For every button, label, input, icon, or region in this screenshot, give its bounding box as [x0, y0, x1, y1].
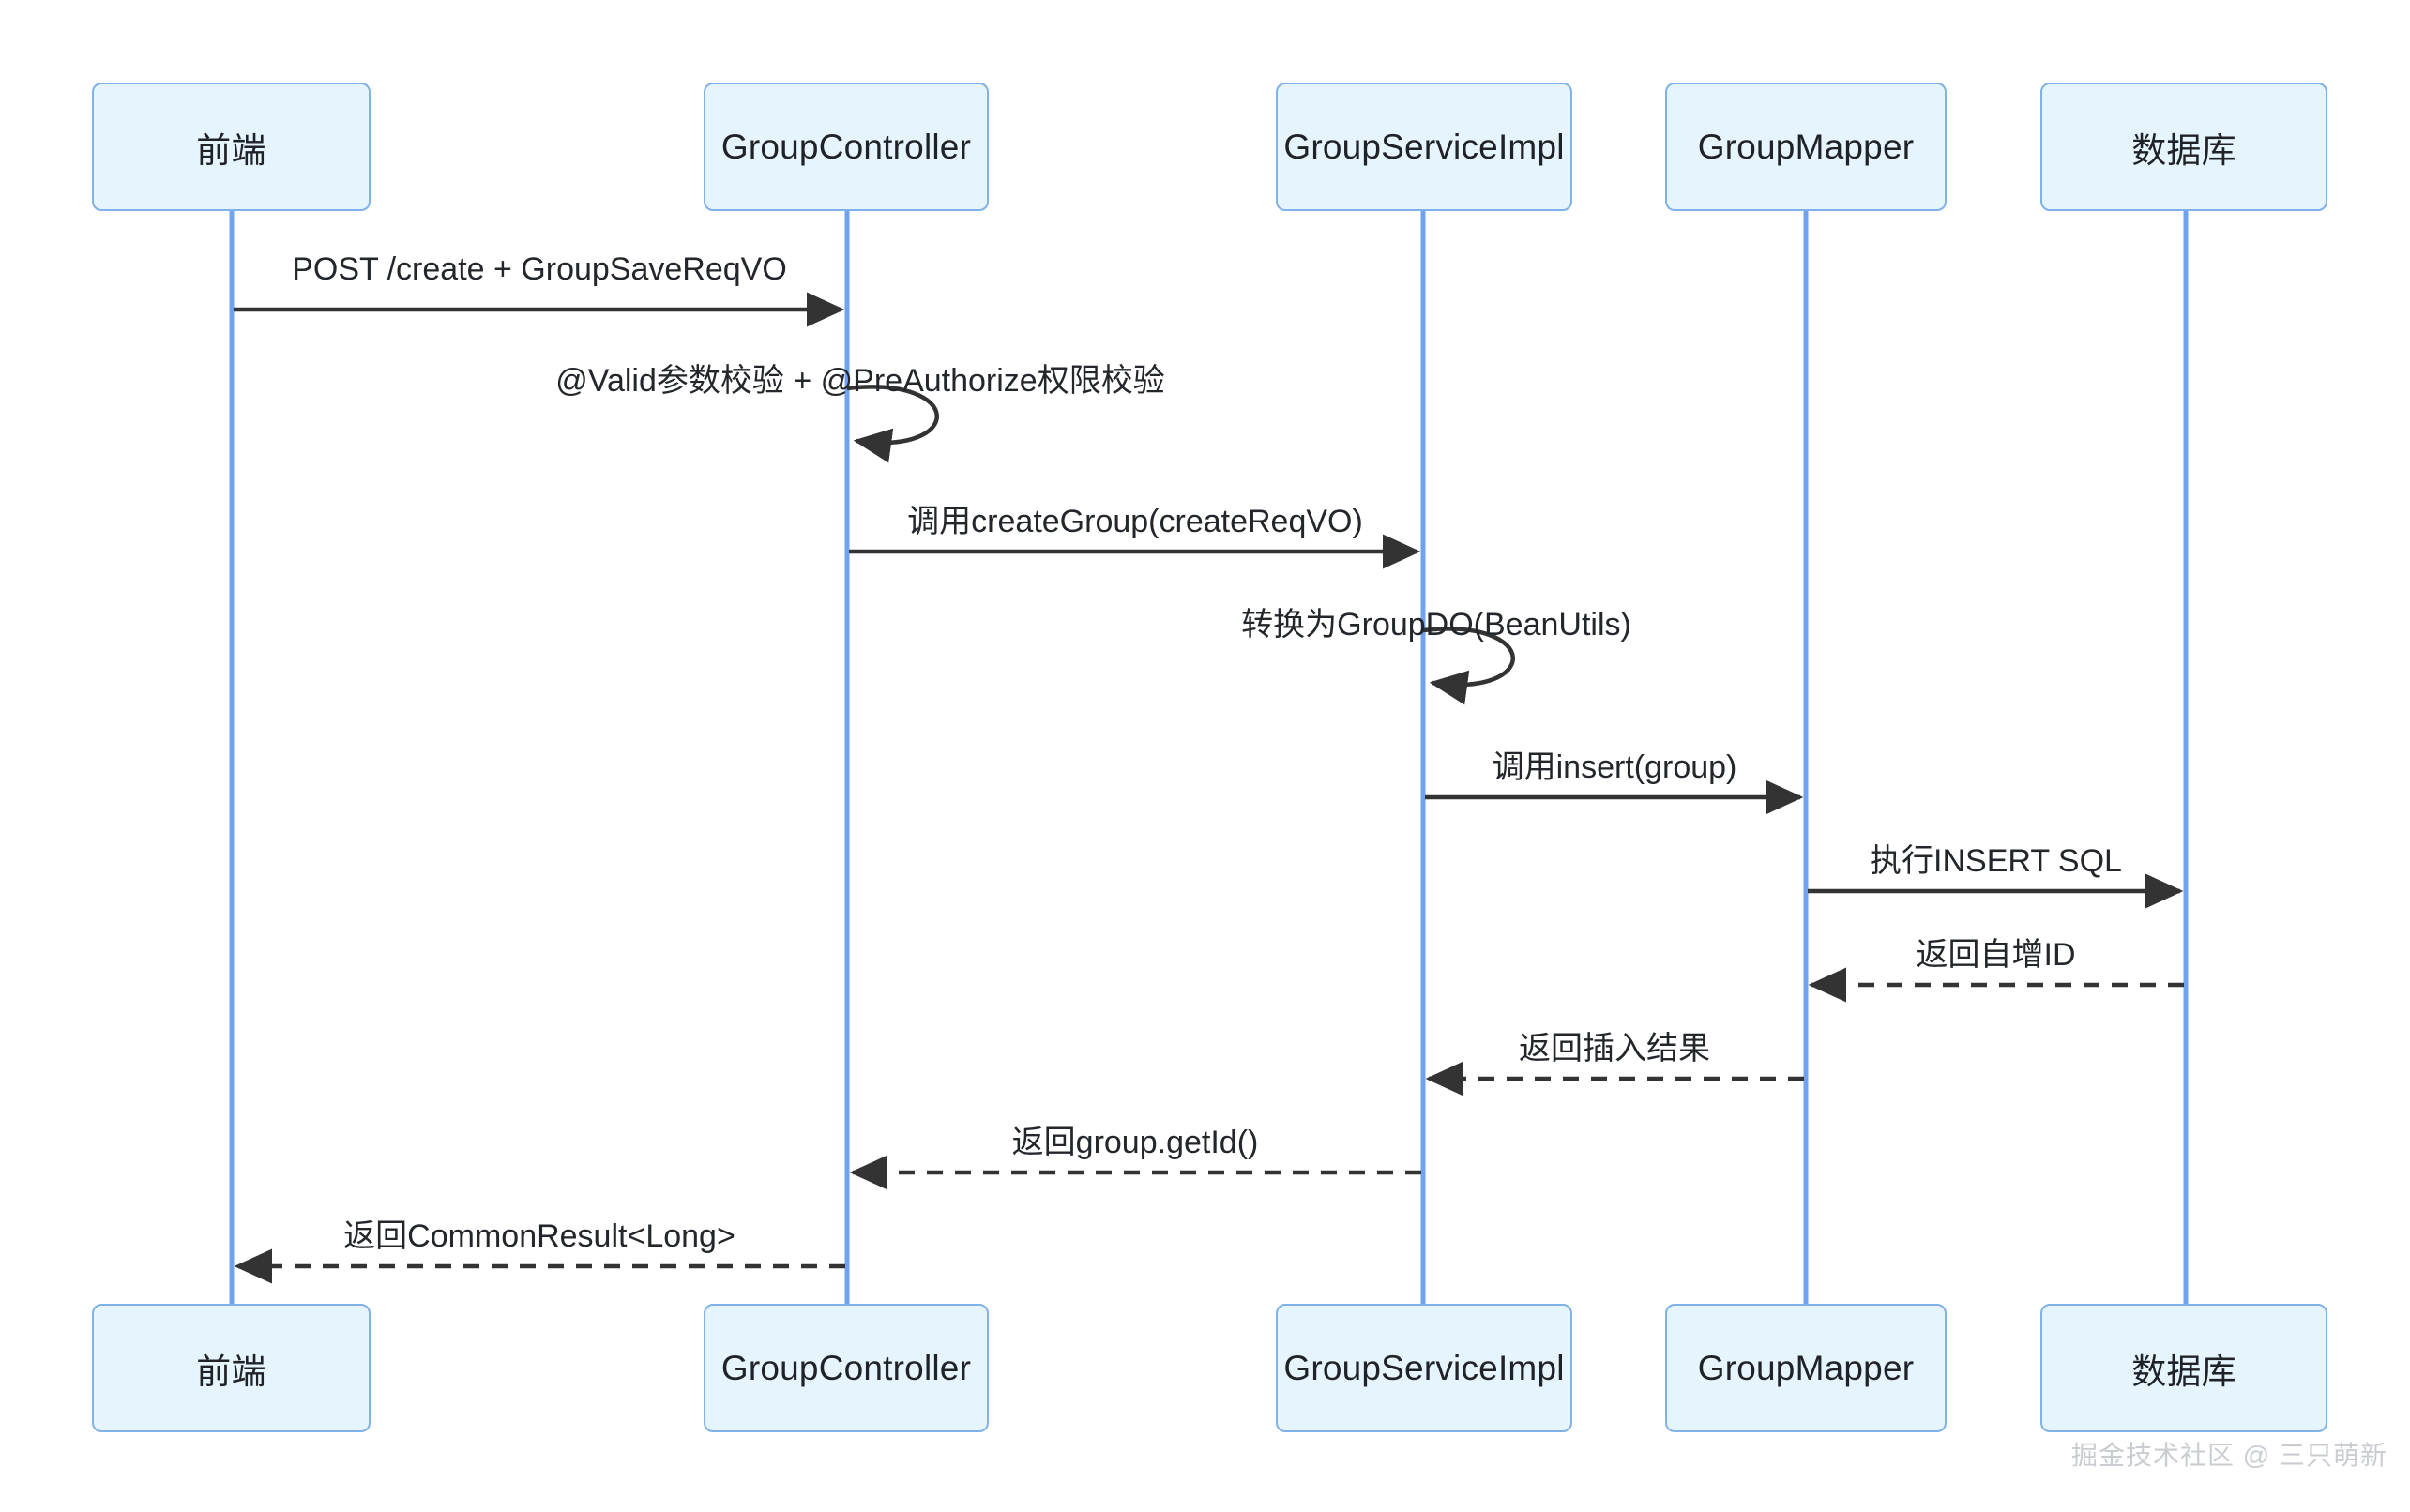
- participant-box-database-bottom[interactable]: 数据库: [2040, 1304, 2327, 1432]
- participant-label-service-bottom: GroupServiceImpl: [1283, 1348, 1565, 1387]
- message-label-10: 返回CommonResult<Long>: [343, 1218, 735, 1254]
- message-label-1: POST /create + GroupSaveReqVO: [292, 251, 787, 287]
- participant-label-mapper-top: GroupMapper: [1697, 127, 1915, 166]
- participant-box-service-bottom[interactable]: GroupServiceImpl: [1276, 1304, 1572, 1432]
- participant-label-controller-bottom: GroupController: [720, 1348, 972, 1387]
- participant-box-controller-top[interactable]: GroupController: [704, 83, 989, 211]
- participant-label-database-bottom: 数据库: [2131, 1352, 2236, 1391]
- participant-box-mapper-top[interactable]: GroupMapper: [1665, 83, 1947, 211]
- message-label-5: 调用insert(group): [1492, 749, 1737, 785]
- message-label-6: 执行INSERT SQL: [1870, 843, 2122, 879]
- participant-box-database-top[interactable]: 数据库: [2040, 83, 2327, 211]
- message-label-3: 调用createGroup(createReqVO): [907, 504, 1363, 539]
- participant-label-frontend-bottom: 前端: [196, 1352, 266, 1391]
- lifelines-group: [229, 211, 2189, 1304]
- message-arrow-2: [846, 385, 939, 463]
- participant-box-frontend-top[interactable]: 前端: [92, 83, 371, 211]
- message-label-9: 返回group.getId(): [1011, 1125, 1259, 1160]
- participant-label-service-top: GroupServiceImpl: [1283, 127, 1565, 166]
- participant-label-controller-top: GroupController: [720, 127, 972, 166]
- message-label-2: @Valid参数校验 + @PreAuthorize权限校验: [555, 363, 1165, 399]
- message-label-7: 返回自增ID: [1916, 937, 2076, 973]
- message-arrow-4: [1422, 627, 1515, 705]
- message-label-8: 返回插入结果: [1519, 1031, 1710, 1066]
- message-arrows-group: [234, 292, 2184, 1284]
- participant-label-frontend-top: 前端: [196, 130, 266, 170]
- message-label-4: 转换为GroupDO(BeanUtils): [1241, 607, 1631, 643]
- participant-box-service-top[interactable]: GroupServiceImpl: [1276, 83, 1572, 211]
- watermark: 掘金技术社区 @ 三只萌新: [2071, 1441, 2387, 1470]
- participant-box-mapper-bottom[interactable]: GroupMapper: [1665, 1304, 1947, 1432]
- participant-label-mapper-bottom: GroupMapper: [1697, 1348, 1915, 1387]
- participant-box-frontend-bottom[interactable]: 前端: [92, 1304, 371, 1432]
- participant-label-database-top: 数据库: [2131, 130, 2236, 170]
- participant-box-controller-bottom[interactable]: GroupController: [704, 1304, 989, 1432]
